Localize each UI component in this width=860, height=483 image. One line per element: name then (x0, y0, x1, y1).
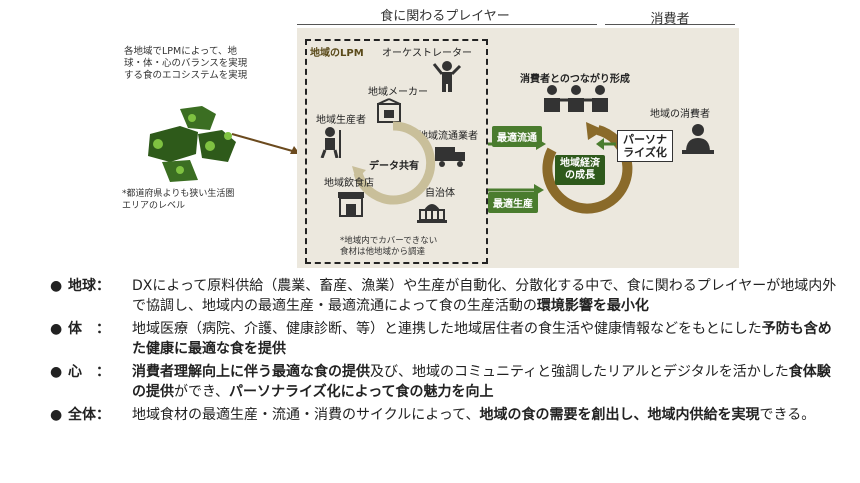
distributor-label: 地域流通業者 (418, 131, 478, 142)
city-hall-icon (417, 204, 447, 223)
growth-line: の成長 (565, 170, 595, 181)
bullet-text: 消費者理解向上に伴う最適な食の提供 (132, 364, 370, 380)
left-caption: 各地域でLPMによって、地 球・体・心のバランスを実現 する食のエコシステムを実… (124, 46, 247, 82)
maker-label: 地域メーカー (368, 87, 428, 98)
community-icon (544, 85, 608, 112)
personalize-line: ライズ化 (623, 146, 667, 159)
left-caption-line: 各地域でLPMによって、地 (124, 46, 237, 57)
bullet-text: 環境影響を最小化 (536, 298, 649, 314)
optimal-production-badge: 最適生産 (488, 192, 538, 213)
optimal-distribution-badge: 最適流通 (492, 126, 542, 147)
bullet-text: 食体験の提供 (132, 364, 831, 400)
bullet-term: 体 ： (68, 321, 110, 337)
bullet-marker: ● (50, 364, 63, 380)
consumers-header: 消費者 (650, 12, 690, 27)
bullet-item: ● 体 ： 地域医療（病院、介護、健康診断、等）と連携した地域居住者の食生活や健康情… (50, 319, 840, 359)
personalize-box: パーソナ ライズ化 (617, 130, 673, 162)
bullet-text: DXによって原料供給（農業、畜産、漁業）や生産が自動化、分散化する中で、食に関わ… (132, 278, 837, 314)
bullet-text: ができ、 (174, 384, 230, 400)
bullet-text: 予防も含めた健康に最適な食を提供 (132, 321, 832, 357)
bullet-item: ● 全体： 地域食材の最適生産・流通・消費のサイクルによって、地域の食の需要を創出し… (50, 405, 840, 425)
bullet-text: できる。 (759, 407, 816, 423)
bullet-marker: ● (50, 407, 63, 423)
orchestrator-icon (432, 61, 462, 92)
players-header-line (297, 24, 597, 25)
bullet-marker: ● (50, 321, 63, 337)
consumer-icon (682, 124, 714, 154)
lpm-note: *地域内でカバーできない 食材は他地域から調達 (340, 236, 437, 258)
government-label: 自治体 (425, 188, 455, 199)
producer-label: 地域生産者 (316, 115, 366, 126)
zoom-arrow (231, 133, 300, 154)
bullet-item: ● 地球： DXによって原料供給（農業、畜産、漁業）や生産が自動化、分散化する中で、… (50, 276, 840, 316)
bullet-item: ● 心 ： 消費者理解向上に伴う最適な食の提供及び、地域のコミュニティと強調したリア… (50, 362, 840, 402)
bullet-text: 地域の食の需要を創出し、地域内供給を実現 (479, 407, 760, 423)
restaurant-icon (338, 192, 364, 217)
local-consumer-label: 地域の消費者 (650, 109, 710, 120)
left-note-line: エリアのレベル (122, 201, 186, 211)
personalize-line: パーソナ (623, 133, 667, 146)
left-note-line: *都道府県よりも狭い生活圏 (122, 189, 235, 199)
connection-label: 消費者とのつながり形成 (520, 74, 630, 85)
orchestrator-label: オーケストレーター (382, 48, 472, 59)
players-header: 食に関わるプレイヤー (380, 9, 510, 24)
growth-line: 地域経済 (560, 158, 600, 169)
bullet-text: 地域食材の最適生産・流通・消費のサイクルによって、 (132, 407, 480, 423)
bullet-term: 全体： (68, 407, 110, 423)
bullet-term: 心 ： (68, 364, 110, 380)
data-share-label: データ共有 (369, 161, 419, 172)
left-note: *都道府県よりも狭い生活圏 エリアのレベル (122, 188, 234, 212)
lpm-note-line: *地域内でカバーできない (340, 236, 438, 246)
lpm-note-line: 食材は他地域から調達 (340, 247, 426, 257)
left-caption-line: 球・体・心のバランスを実現 (124, 58, 248, 69)
lpm-cycle-ring (352, 121, 436, 205)
left-caption-line: する食のエコシステムを実現 (124, 70, 248, 81)
growth-badge: 地域経済 の成長 (555, 155, 605, 185)
bullet-text: 地域医療（病院、介護、健康診断、等）と連携した地域居住者の食生活や健康情報などを… (132, 321, 762, 337)
lpm-dashed-box (305, 39, 488, 264)
farmer-icon (320, 127, 341, 158)
personalize-arrow (596, 138, 616, 150)
bullet-marker: ● (50, 278, 63, 294)
lpm-title: 地域のLPM (310, 48, 364, 59)
restaurant-label: 地域飲食店 (324, 178, 374, 189)
consumers-header-line (605, 24, 735, 25)
bullet-list: ● 地球： DXによって原料供給（農業、畜産、漁業）や生産が自動化、分散化する中で、… (50, 276, 840, 428)
factory-icon (377, 98, 401, 123)
bullet-text: パーソナライズ化によって食の魅力を向上 (229, 384, 494, 400)
regional-map-icon (148, 106, 236, 182)
bullet-text: 及び、地域のコミュニティと強調したリアルとデジタルを活かした (370, 364, 789, 380)
truck-icon (435, 147, 465, 167)
bullet-term: 地球： (68, 278, 110, 294)
